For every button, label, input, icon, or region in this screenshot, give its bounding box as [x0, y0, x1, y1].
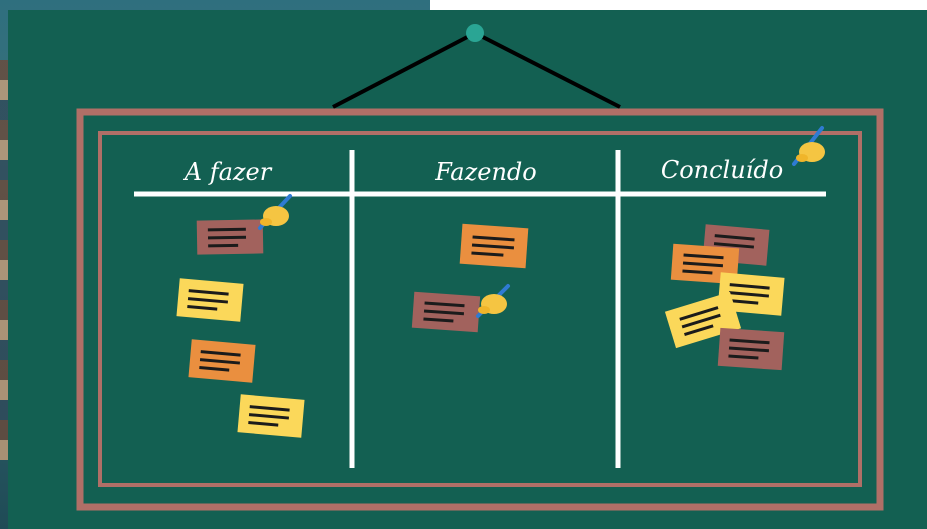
- inner-frame: [98, 131, 862, 487]
- pin: [466, 24, 484, 42]
- sticky-note: [459, 223, 529, 269]
- sticky-note: [176, 278, 244, 322]
- writing-hand-icon: [258, 194, 292, 230]
- sticky-note: [717, 272, 785, 316]
- sticky-note: [664, 291, 742, 349]
- outer-frame: [76, 108, 884, 511]
- sticky-note: [196, 219, 264, 255]
- sticky-note: [411, 291, 481, 333]
- hanging-wire-right: [474, 31, 621, 109]
- sticky-note: [188, 339, 256, 383]
- sticky-note: [717, 327, 785, 371]
- writing-hand-icon: [792, 126, 825, 166]
- column-title-doing: Fazendo: [434, 158, 536, 186]
- column-title-done: Concluído: [661, 156, 783, 184]
- board-panel: [8, 10, 927, 529]
- hanging-wire-left: [332, 31, 476, 109]
- column-title-todo: A fazer: [183, 158, 273, 186]
- writing-hand-icon: [476, 284, 510, 318]
- sticky-note: [237, 394, 305, 438]
